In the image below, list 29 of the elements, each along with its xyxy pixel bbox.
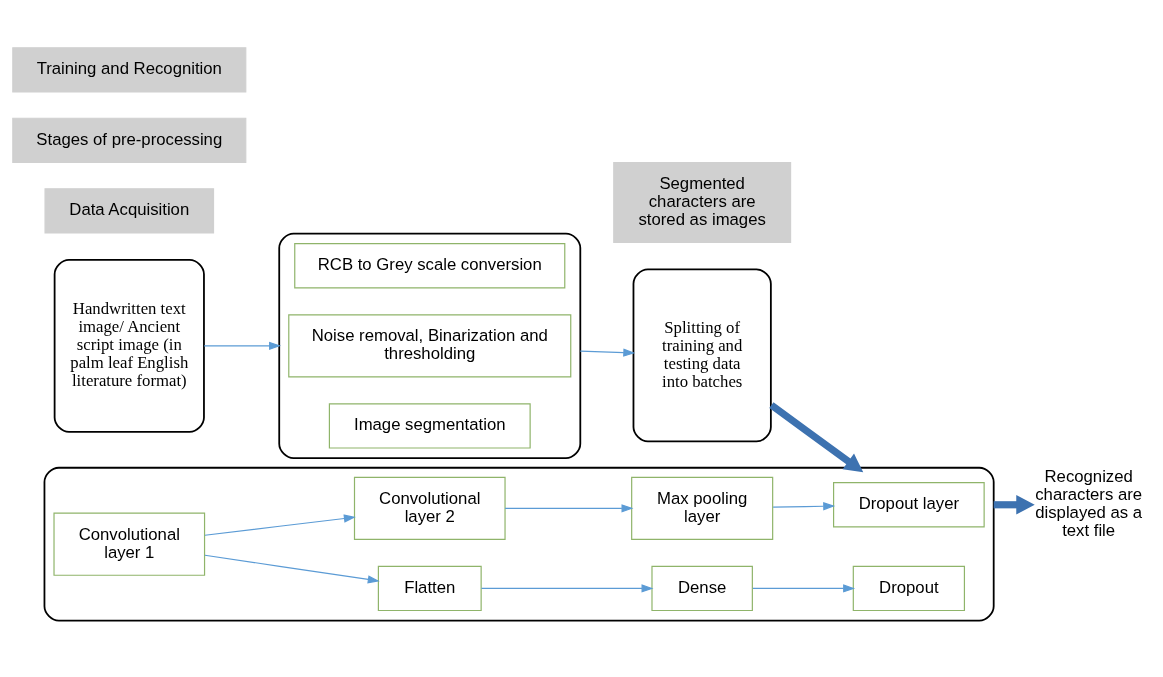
arrow — [204, 554, 380, 584]
node-box: Dropout layer — [833, 481, 985, 527]
arrow — [993, 494, 1035, 514]
arrow — [204, 513, 356, 536]
arrow — [769, 401, 864, 472]
node-box: Segmented characters are stored as images — [613, 161, 792, 243]
arrow — [772, 501, 836, 510]
arrow — [504, 503, 634, 513]
node-box: Convolutional layer 1 — [53, 512, 206, 576]
arrow — [203, 341, 282, 350]
arrow — [579, 348, 636, 357]
node-box: Splitting of training and testing data into batches — [632, 268, 772, 442]
node-box: Flatten — [377, 565, 482, 611]
node-box: Stages of pre-processing — [12, 117, 247, 163]
node-box: Max pooling layer — [631, 476, 774, 540]
node-box: Dropout — [852, 565, 965, 611]
node-box: Noise removal, Binarization and thresholding — [288, 313, 572, 378]
node-box: Handwritten text image/ Ancient script image (in palm leaf English literature format) — [53, 258, 205, 433]
arrow — [752, 583, 856, 593]
node-text: Recognized characters are displayed as a text file — [1035, 466, 1143, 540]
node-box: Training and Recognition — [12, 46, 247, 93]
node-box: Dense — [651, 565, 753, 611]
node-box: Image segmentation — [328, 402, 531, 449]
arrow — [480, 583, 654, 593]
node-box: Convolutional layer 2 — [353, 476, 506, 540]
node-box: Data Acquisition — [44, 187, 215, 234]
cluster — [43, 466, 995, 622]
node-box: RCB to Grey scale conversion — [294, 242, 566, 288]
cluster — [278, 232, 582, 459]
